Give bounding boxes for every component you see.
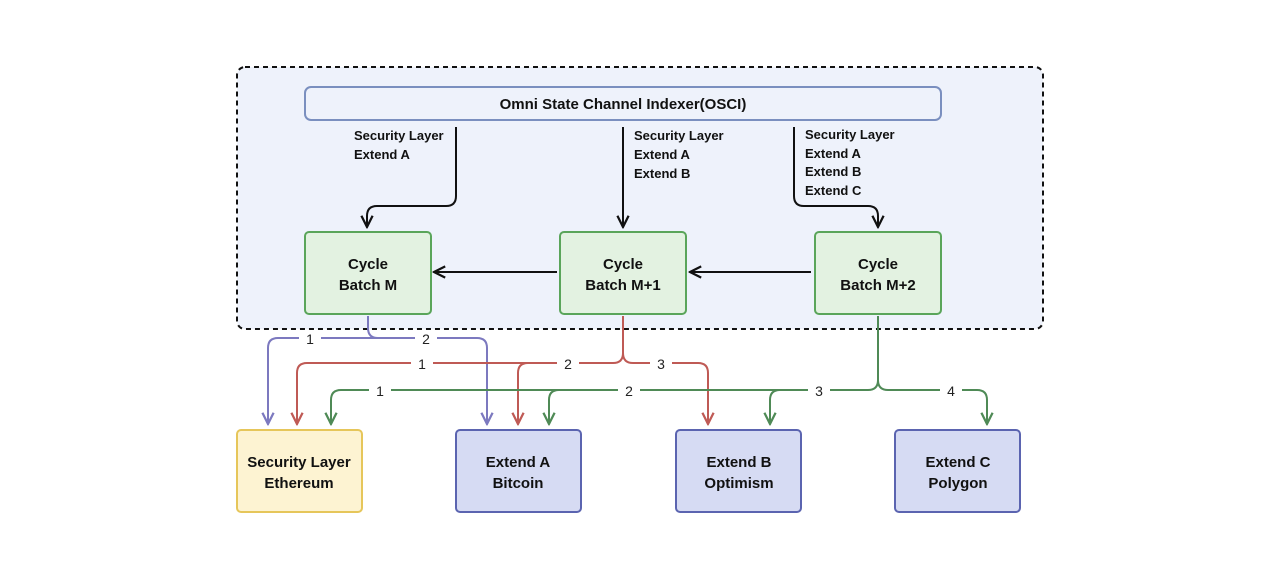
routes-batch-m2 bbox=[331, 316, 987, 424]
routes-batch-m1 bbox=[297, 316, 708, 424]
branch-label: Extend C bbox=[805, 183, 862, 198]
route-m2-to-optimism bbox=[770, 389, 868, 424]
cycle-label: Batch M bbox=[339, 277, 397, 294]
branch-labels-m2: Security Layer Extend A Extend B Extend … bbox=[805, 127, 895, 198]
branch-label: Extend A bbox=[805, 146, 861, 161]
cycle-batch-m: Cycle Batch M bbox=[304, 231, 432, 315]
target-bitcoin: Extend A Bitcoin bbox=[455, 429, 582, 513]
cycle-batch-m2: Cycle Batch M+2 bbox=[814, 231, 942, 315]
target-label: Bitcoin bbox=[493, 475, 544, 492]
route-number: 2 bbox=[422, 331, 430, 347]
cycle-label: Batch M+1 bbox=[585, 277, 660, 294]
branch-labels-m: Security Layer Extend A bbox=[354, 128, 444, 162]
route-m1-to-ethereum bbox=[297, 362, 613, 424]
branch-label: Extend B bbox=[805, 164, 861, 179]
route-m2-to-ethereum bbox=[331, 389, 868, 424]
route-numbers: 1 2 1 2 3 1 2 3 4 bbox=[299, 331, 962, 399]
branch-label: Security Layer bbox=[805, 127, 895, 142]
route-number: 2 bbox=[625, 383, 633, 399]
route-m-to-ethereum bbox=[268, 337, 378, 424]
target-ethereum: Security Layer Ethereum bbox=[236, 429, 363, 513]
cycle-batch-m1: Cycle Batch M+1 bbox=[559, 231, 687, 315]
routes-batch-m bbox=[268, 316, 487, 424]
indexer-to-batch-m2-arrow bbox=[793, 127, 878, 227]
target-label: Extend C bbox=[925, 454, 990, 471]
indexer-title: Omni State Channel Indexer(OSCI) bbox=[500, 96, 747, 113]
branch-labels-m1: Security Layer Extend A Extend B bbox=[634, 128, 724, 181]
target-label: Ethereum bbox=[264, 475, 333, 492]
branch-label: Extend B bbox=[634, 166, 690, 181]
route-number: 4 bbox=[947, 383, 955, 399]
indexer-to-batch-m-arrow bbox=[367, 127, 457, 227]
route-number: 1 bbox=[306, 331, 314, 347]
target-label: Extend B bbox=[706, 454, 771, 471]
route-number: 3 bbox=[815, 383, 823, 399]
route-m1-to-optimism bbox=[633, 362, 708, 424]
route-number: 1 bbox=[376, 383, 384, 399]
cycle-label: Cycle bbox=[603, 256, 643, 273]
target-label: Security Layer bbox=[247, 454, 351, 471]
cycle-label: Cycle bbox=[858, 256, 898, 273]
target-polygon: Extend C Polygon bbox=[894, 429, 1021, 513]
route-m1-to-bitcoin bbox=[518, 362, 613, 424]
branch-label: Security Layer bbox=[634, 128, 724, 143]
indexer-bar: Omni State Channel Indexer(OSCI) bbox=[304, 86, 942, 121]
route-m2-to-bitcoin bbox=[549, 389, 868, 424]
branch-label: Extend A bbox=[634, 147, 690, 162]
branch-label: Security Layer bbox=[354, 128, 444, 143]
target-optimism: Extend B Optimism bbox=[675, 429, 802, 513]
route-number: 2 bbox=[564, 356, 572, 372]
route-number: 1 bbox=[418, 356, 426, 372]
cycle-label: Batch M+2 bbox=[840, 277, 915, 294]
branch-label: Extend A bbox=[354, 147, 410, 162]
target-label: Extend A bbox=[486, 454, 551, 471]
route-m2-to-polygon bbox=[888, 389, 987, 424]
target-label: Polygon bbox=[928, 475, 987, 492]
target-label: Optimism bbox=[704, 475, 773, 492]
cycle-label: Cycle bbox=[348, 256, 388, 273]
route-number: 3 bbox=[657, 356, 665, 372]
route-m-to-bitcoin bbox=[378, 337, 487, 424]
